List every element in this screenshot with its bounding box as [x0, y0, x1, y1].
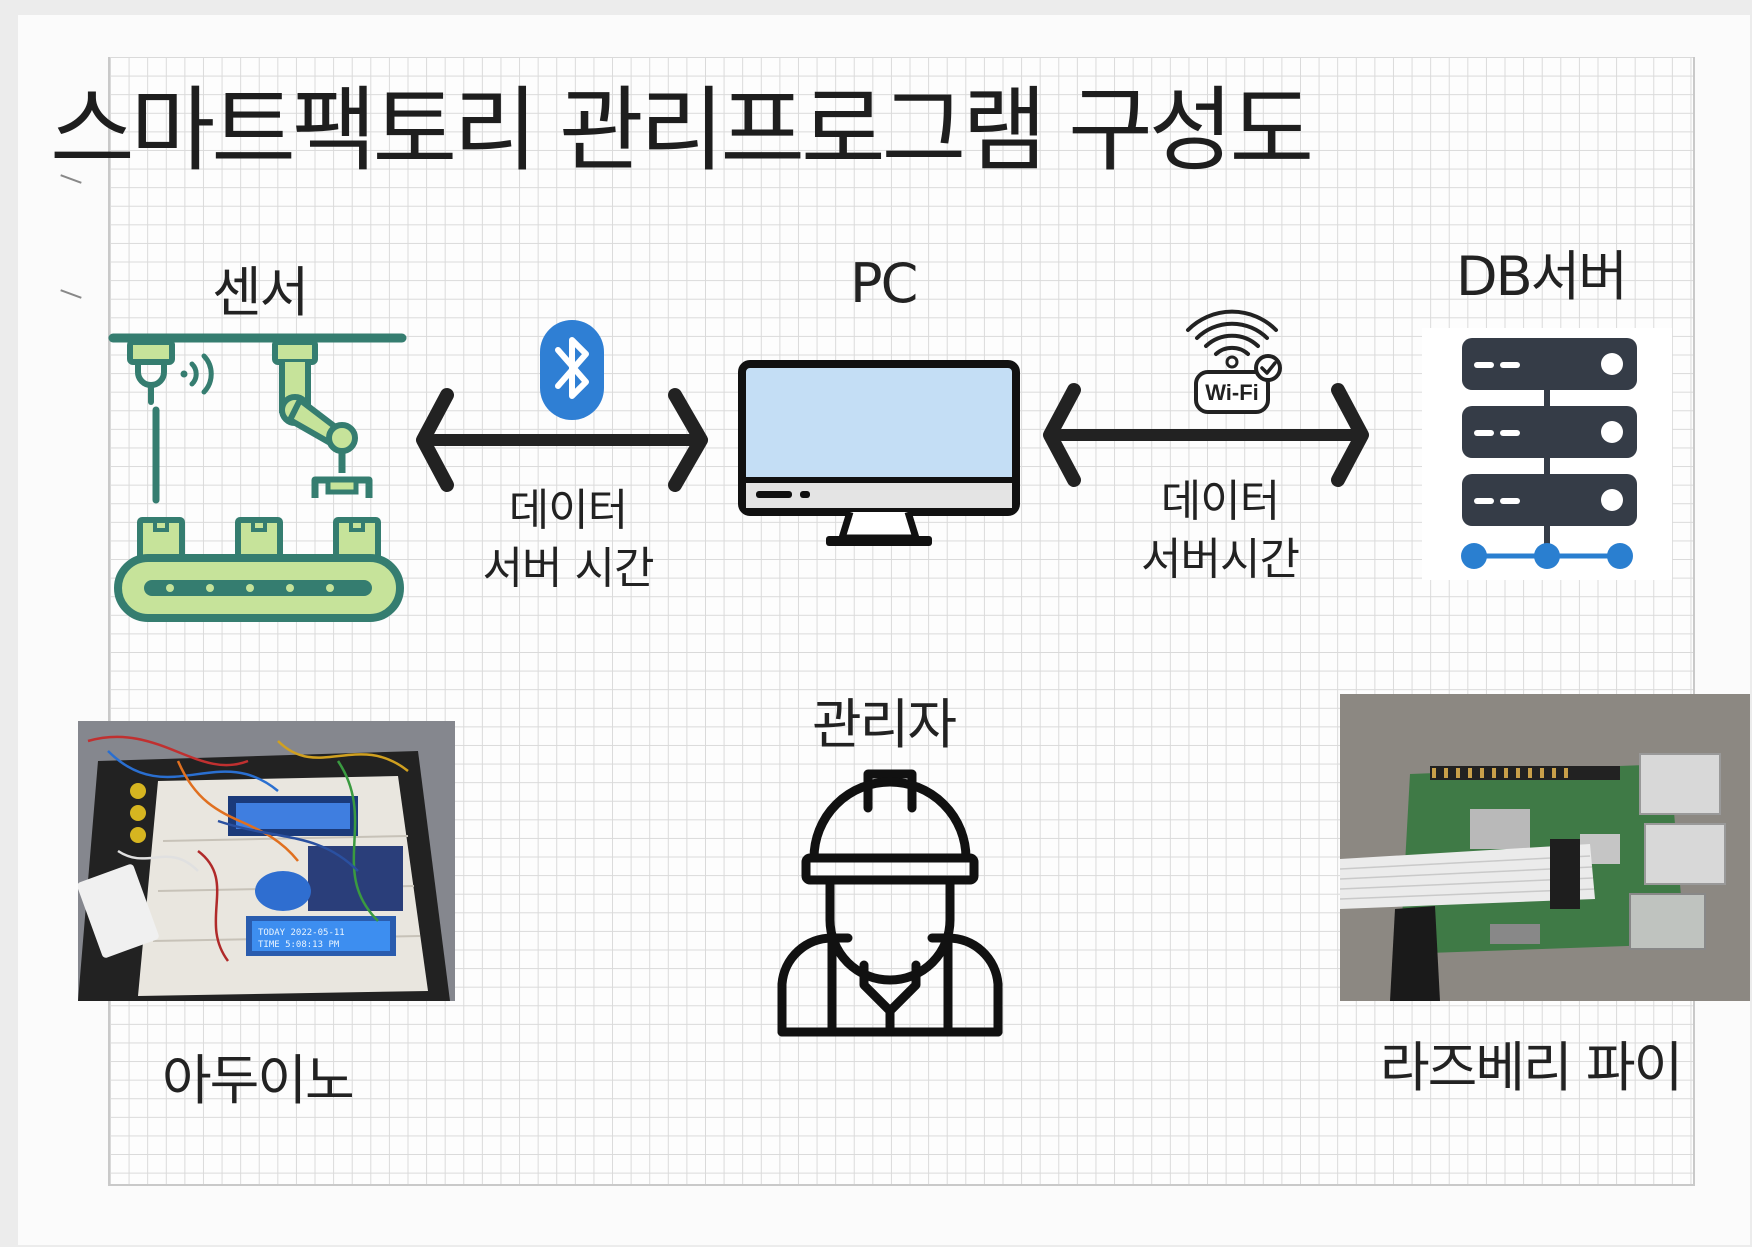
raspberry-pi-label: 라즈베리 파이: [1380, 1036, 1683, 1099]
sensor-pc-arrow: [416, 388, 708, 492]
diagram-title: 스마트팩토리 관리프로그램 구성도: [50, 77, 1314, 184]
raspberry-pi-photo-art: [1340, 694, 1750, 1001]
pc-db-label: 데이터 서버시간: [1120, 473, 1320, 589]
arduino-label: 아두이노: [162, 1049, 355, 1112]
arduino-photo: TODAY 2022-05-11 TIME 5:08:13 PM: [78, 721, 455, 1001]
lcd-line1: TODAY 2022-05-11: [258, 928, 345, 938]
pc-db-line1: 데이터: [1160, 476, 1280, 527]
wifi-badge-text: Wi-Fi: [1205, 380, 1259, 405]
arduino-photo-art: TODAY 2022-05-11 TIME 5:08:13 PM: [78, 721, 455, 1001]
pc-db-arrow: [1043, 383, 1369, 487]
pc-db-line2: 서버시간: [1141, 534, 1300, 585]
sensor-pc-label: 데이터 서버 시간: [468, 482, 668, 598]
sensor-pc-line1: 데이터: [508, 485, 628, 536]
monitor-icon: [738, 360, 1020, 546]
bluetooth-icon: [540, 320, 604, 420]
factory-sensor-icon: [108, 333, 407, 622]
lcd-line2: TIME 5:08:13 PM: [258, 940, 340, 950]
worker-icon: [777, 769, 1003, 1037]
sensor-label: 센서: [212, 261, 309, 324]
admin-label: 관리자: [812, 693, 957, 756]
raspberry-pi-photo: [1340, 694, 1750, 1001]
server-icon: [1422, 328, 1672, 580]
wifi-icon: Wi-Fi: [1186, 309, 1282, 414]
db-server-label: DB서버: [1456, 245, 1628, 308]
pc-label: PC: [850, 252, 918, 315]
sensor-pc-line2: 서버 시간: [482, 543, 655, 594]
